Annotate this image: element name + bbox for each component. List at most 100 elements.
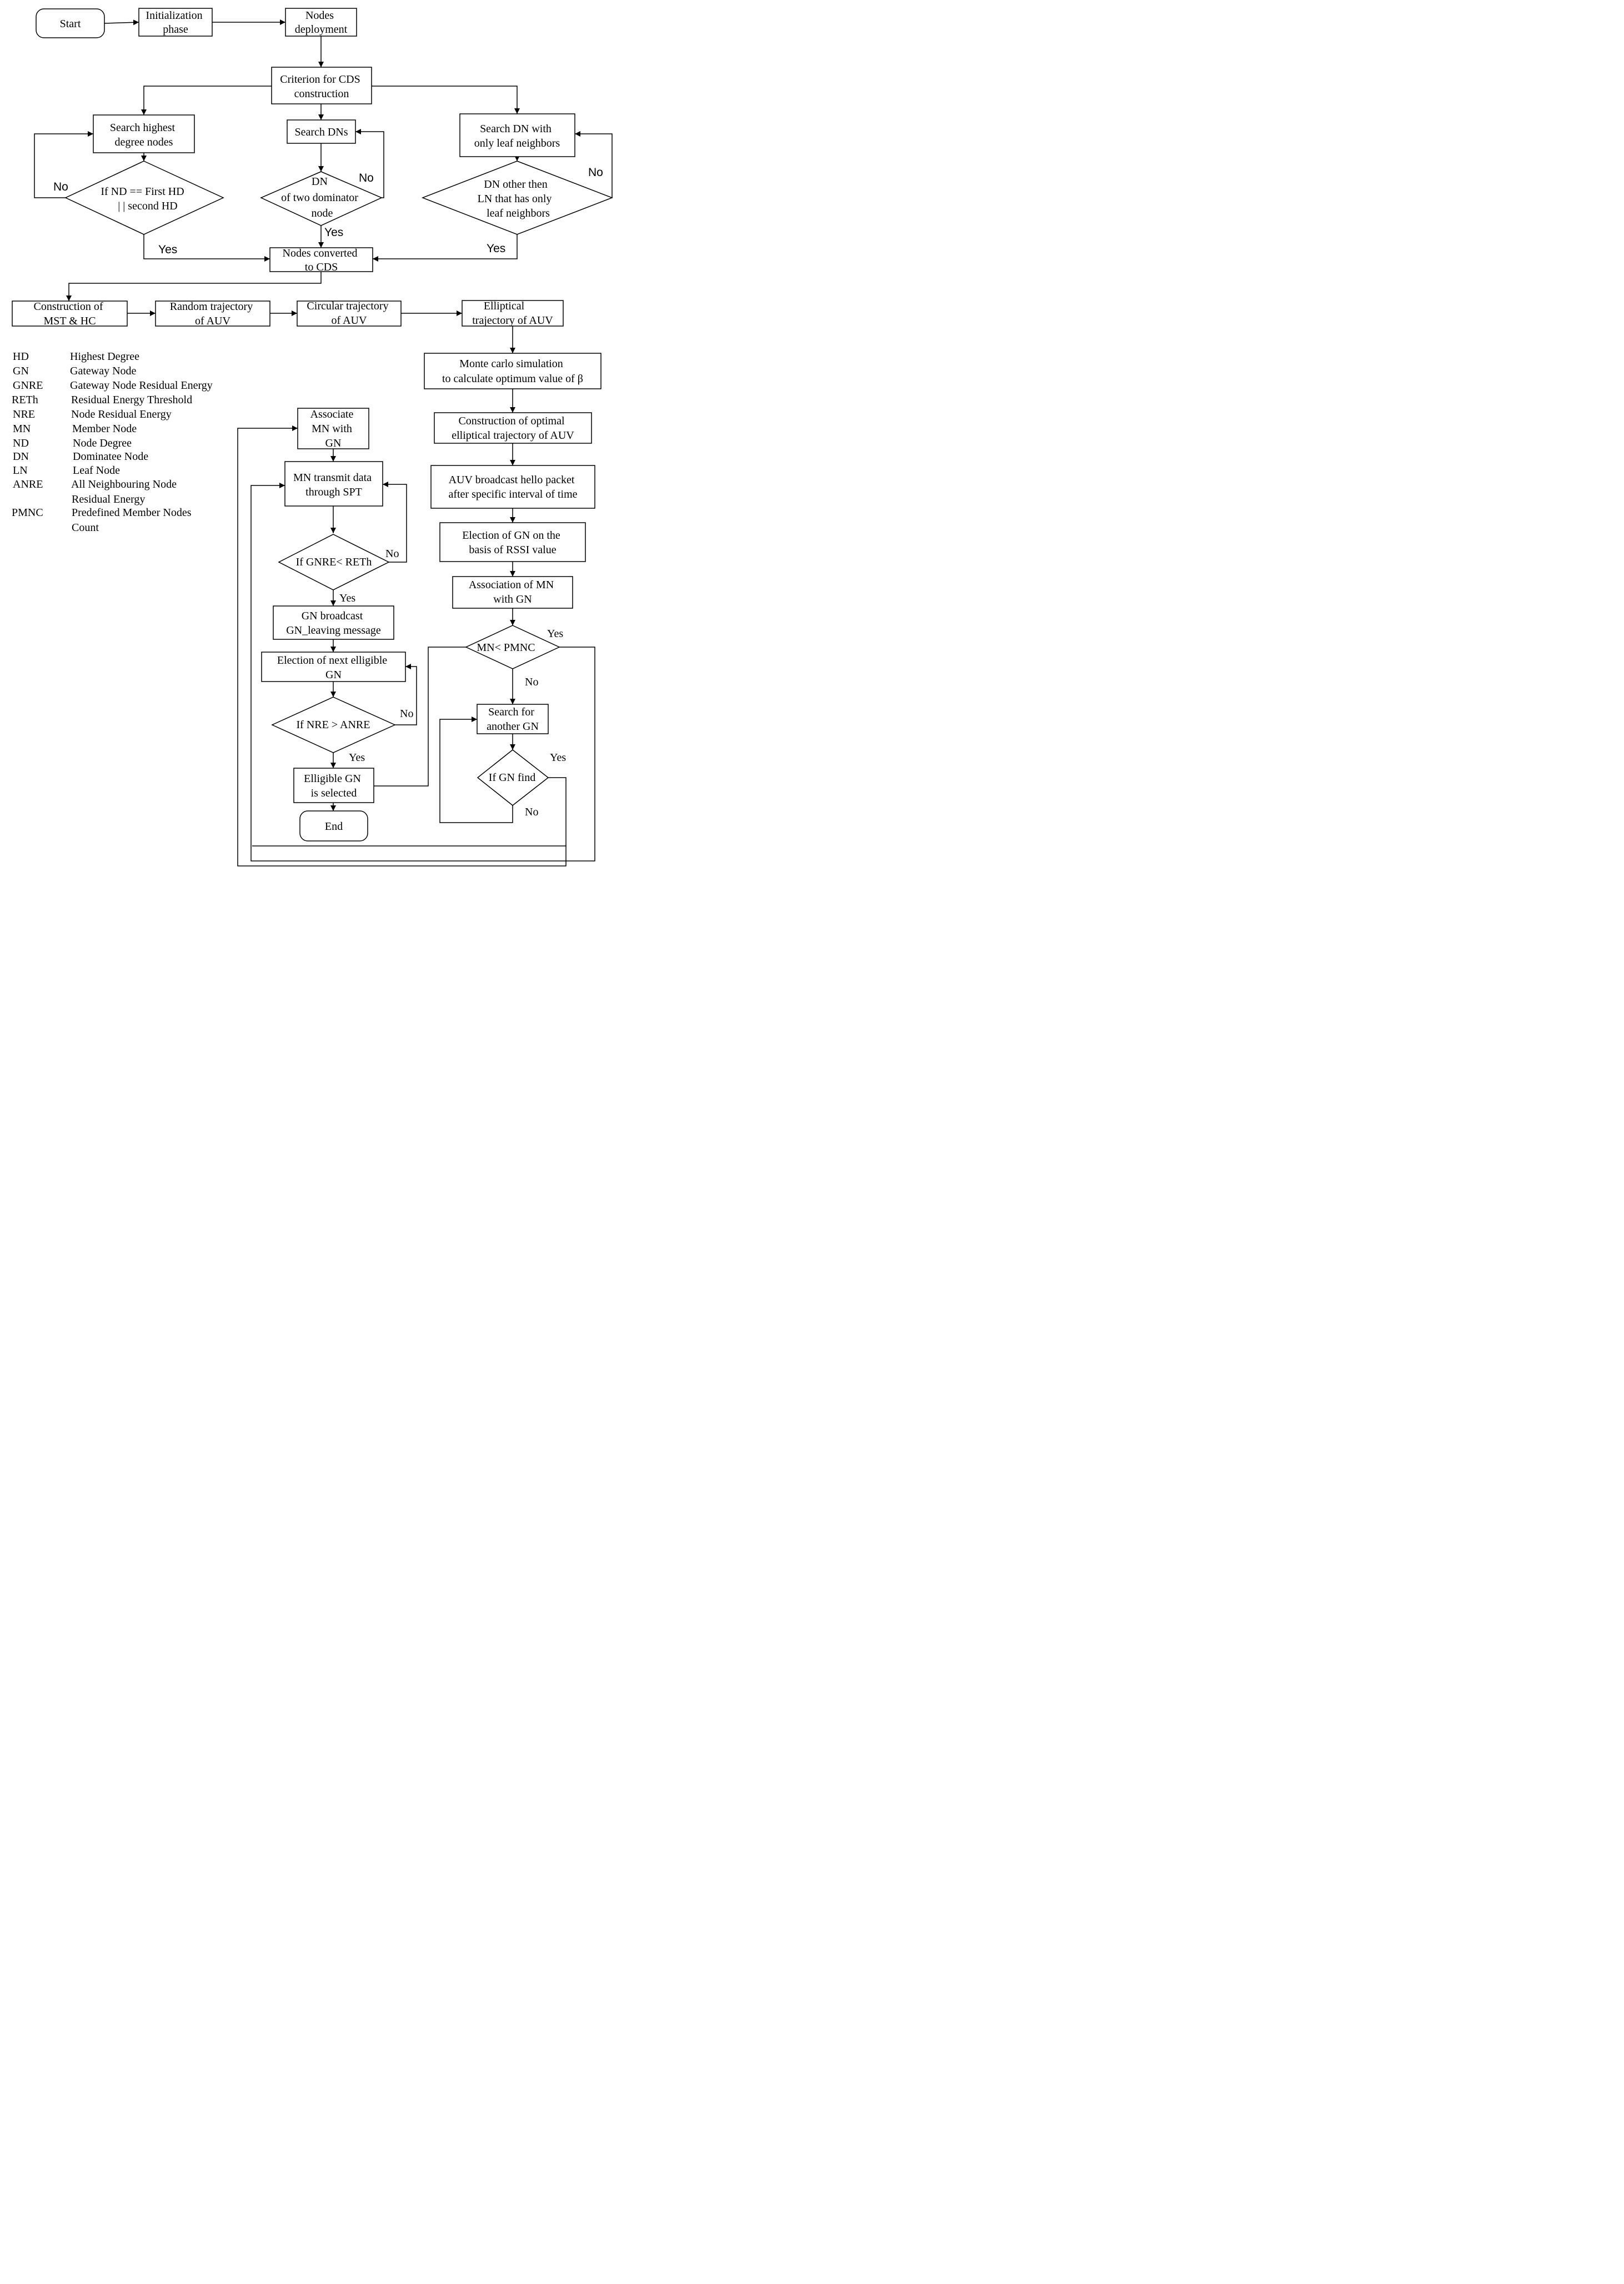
cond-nd-line2: | | second HD [118,200,177,212]
connectors [34,19,613,866]
svg-text:Nodes converted to CDS: Nodes converted to CDS [283,247,360,273]
cond-dn-line2: of two dominator [281,192,358,204]
legend-abbr: DN [13,450,29,463]
mst-line2: MST & HC [43,315,96,327]
label-yes-cond-find: Yes [550,752,566,764]
label-yes-cond-pmnc: Yes [547,628,563,640]
svg-text:MN transmit data through: MN transmit data through SPT [293,472,374,498]
legend-abbr: ND [13,437,29,449]
legend-abbr: GN [13,365,29,377]
cond-pmnc-label: MN< PMNC [477,642,535,654]
transmit-data-box: MN transmit data through SPT [284,461,383,507]
associate-line2: MN with [312,423,352,435]
initialization-line2: phase [163,23,188,36]
random-trajectory-box: Random trajectory of AUV [155,300,270,327]
label-yes-cond-nd: Yes [158,243,177,256]
cond-dn-line1: DN [312,176,328,188]
label-yes-cond-gnre: Yes [339,592,355,604]
svg-text:Circular trajectory of A: Circular trajectory of AUV [307,300,391,327]
next-gn-line2: GN [325,669,342,681]
criterion-box: Criterion for CDS construction [271,67,372,104]
svg-text:Elliptical trajectory of: Elliptical trajectory of AUV [472,300,553,327]
edge-nre-no-loop [395,664,417,725]
mst-box: Construction of MST & HC [12,300,128,327]
association-mn-box: Association of MN with GN [452,576,573,609]
election-gn-box: Election of GN on the basis of RSSI valu… [439,522,586,562]
circular-line2: of AUV [332,314,367,327]
condition-gn-find-diamond: If GN find [477,749,549,806]
label-yes-cond-ln: Yes [487,242,505,255]
label-no-cond-ln: No [588,166,603,179]
condition-nd-diamond: If ND == First HD | | second HD [64,161,224,235]
start-terminator: Start [36,8,105,38]
optimal-line2: elliptical trajectory of AUV [452,429,574,442]
elliptical-line1: Elliptical [484,300,525,312]
svg-text:Construction of optimal: Construction of optimal elliptical traje… [452,415,574,442]
initialization-box: Initialization phase [138,8,213,37]
edge-cond-nd-no-loop [34,131,93,198]
criterion-line2: construction [294,88,349,100]
legend-text: Member Node [72,423,137,435]
condition-ln-diamond: DN other then LN that has only leaf neig… [421,161,613,235]
legend-text: Dominatee Node [73,450,148,463]
search-hd-line2: degree nodes [115,136,173,148]
circular-trajectory-box: Circular trajectory of AUV [297,300,402,327]
flowchart: Start Initialization phase Nodes deploym… [0,0,613,867]
edge-cds-mst [66,272,322,301]
search-dn-leaf-line1: Search DN with [480,123,552,135]
legend-text-cont: Count [72,522,99,534]
legend-text: Leaf Node [73,464,120,477]
svg-text:Search for another GN: Search for another GN [487,706,539,733]
svg-text:Election of GN on the ba: Election of GN on the basis of RSSI valu… [462,529,563,556]
legend-abbr: LN [13,464,28,477]
condition-gnre-diamond: If GNRE< RETh [278,534,390,590]
end-label: End [325,820,343,833]
to-cds-line1: Nodes converted [283,247,358,259]
label-yes-cond-dn: Yes [324,226,343,239]
label-no-cond-gnre: No [385,548,399,560]
svg-text:Initialization phase: Initialization phase [146,9,205,36]
search-another-gn-box: Search for another GN [477,704,549,734]
selected-line2: is selected [311,787,357,799]
transmit-line1: MN transmit data [293,472,372,484]
end-terminator: End [299,810,368,842]
label-no-cond-nd: No [53,181,68,193]
cond-nd-line1: If ND == First HD [101,186,184,198]
next-gn-line1: Election of next elligible [277,654,387,667]
search-dn-leaf-line2: only leaf neighbors [474,137,560,149]
cond-dn-line3: node [312,207,333,219]
legend-text: Node Degree [73,437,132,449]
assoc-mn-line1: Association of MN [469,579,554,591]
assoc-mn-line2: with GN [493,593,532,605]
legend-text: All Neighbouring Node [71,478,177,490]
legend-abbr: ANRE [13,478,43,490]
edge-criterion-search-hd [141,86,272,115]
hello-line1: AUV broadcast hello packet [449,474,575,486]
edge-labels: No Yes No Yes No Yes No Yes No Yes Yes N… [53,166,603,818]
edge-criterion-search-dn-leaf [372,86,520,114]
cond-gnre-label: If GNRE< RETh [296,556,372,568]
svg-text:Nodes deployment: Nodes deployment [295,9,348,36]
edge-gnre-no-loop [383,482,407,563]
abbreviation-legend: HD Highest Degree GN Gateway Node GNRE G… [12,350,213,534]
next-eligible-gn-box: Election of next elligible GN [261,652,406,682]
svg-text:DN of two dominator: DN of two dominator node [281,176,361,219]
elliptical-trajectory-box: Elliptical trajectory of AUV [462,300,564,327]
svg-text:Search DN with only leaf: Search DN with only leaf neighbors [474,123,560,149]
initialization-line1: Initialization [146,9,202,22]
cond-nre-label: If NRE > ANRE [297,719,370,731]
circular-line1: Circular trajectory [307,300,388,312]
search-dns-box: Search DNs [287,119,356,144]
edge-cond-ln-no-loop [575,131,613,198]
edge-start-init [104,19,139,26]
monte-line1: Monte carlo simulation [459,358,563,370]
hello-packet-box: AUV broadcast hello packet after specifi… [430,465,595,509]
condition-dn-diamond: DN of two dominator node [260,171,383,226]
search-gn-line1: Search for [488,706,534,718]
legend-text: Residual Energy Threshold [71,394,192,406]
elliptical-line2: trajectory of AUV [472,314,553,327]
label-no-cond-pmnc: No [525,676,538,688]
selected-line1: Elligible GN [304,773,361,785]
edge-pmnc-yes-loop [250,483,595,861]
deployment-line1: Nodes [305,9,334,22]
